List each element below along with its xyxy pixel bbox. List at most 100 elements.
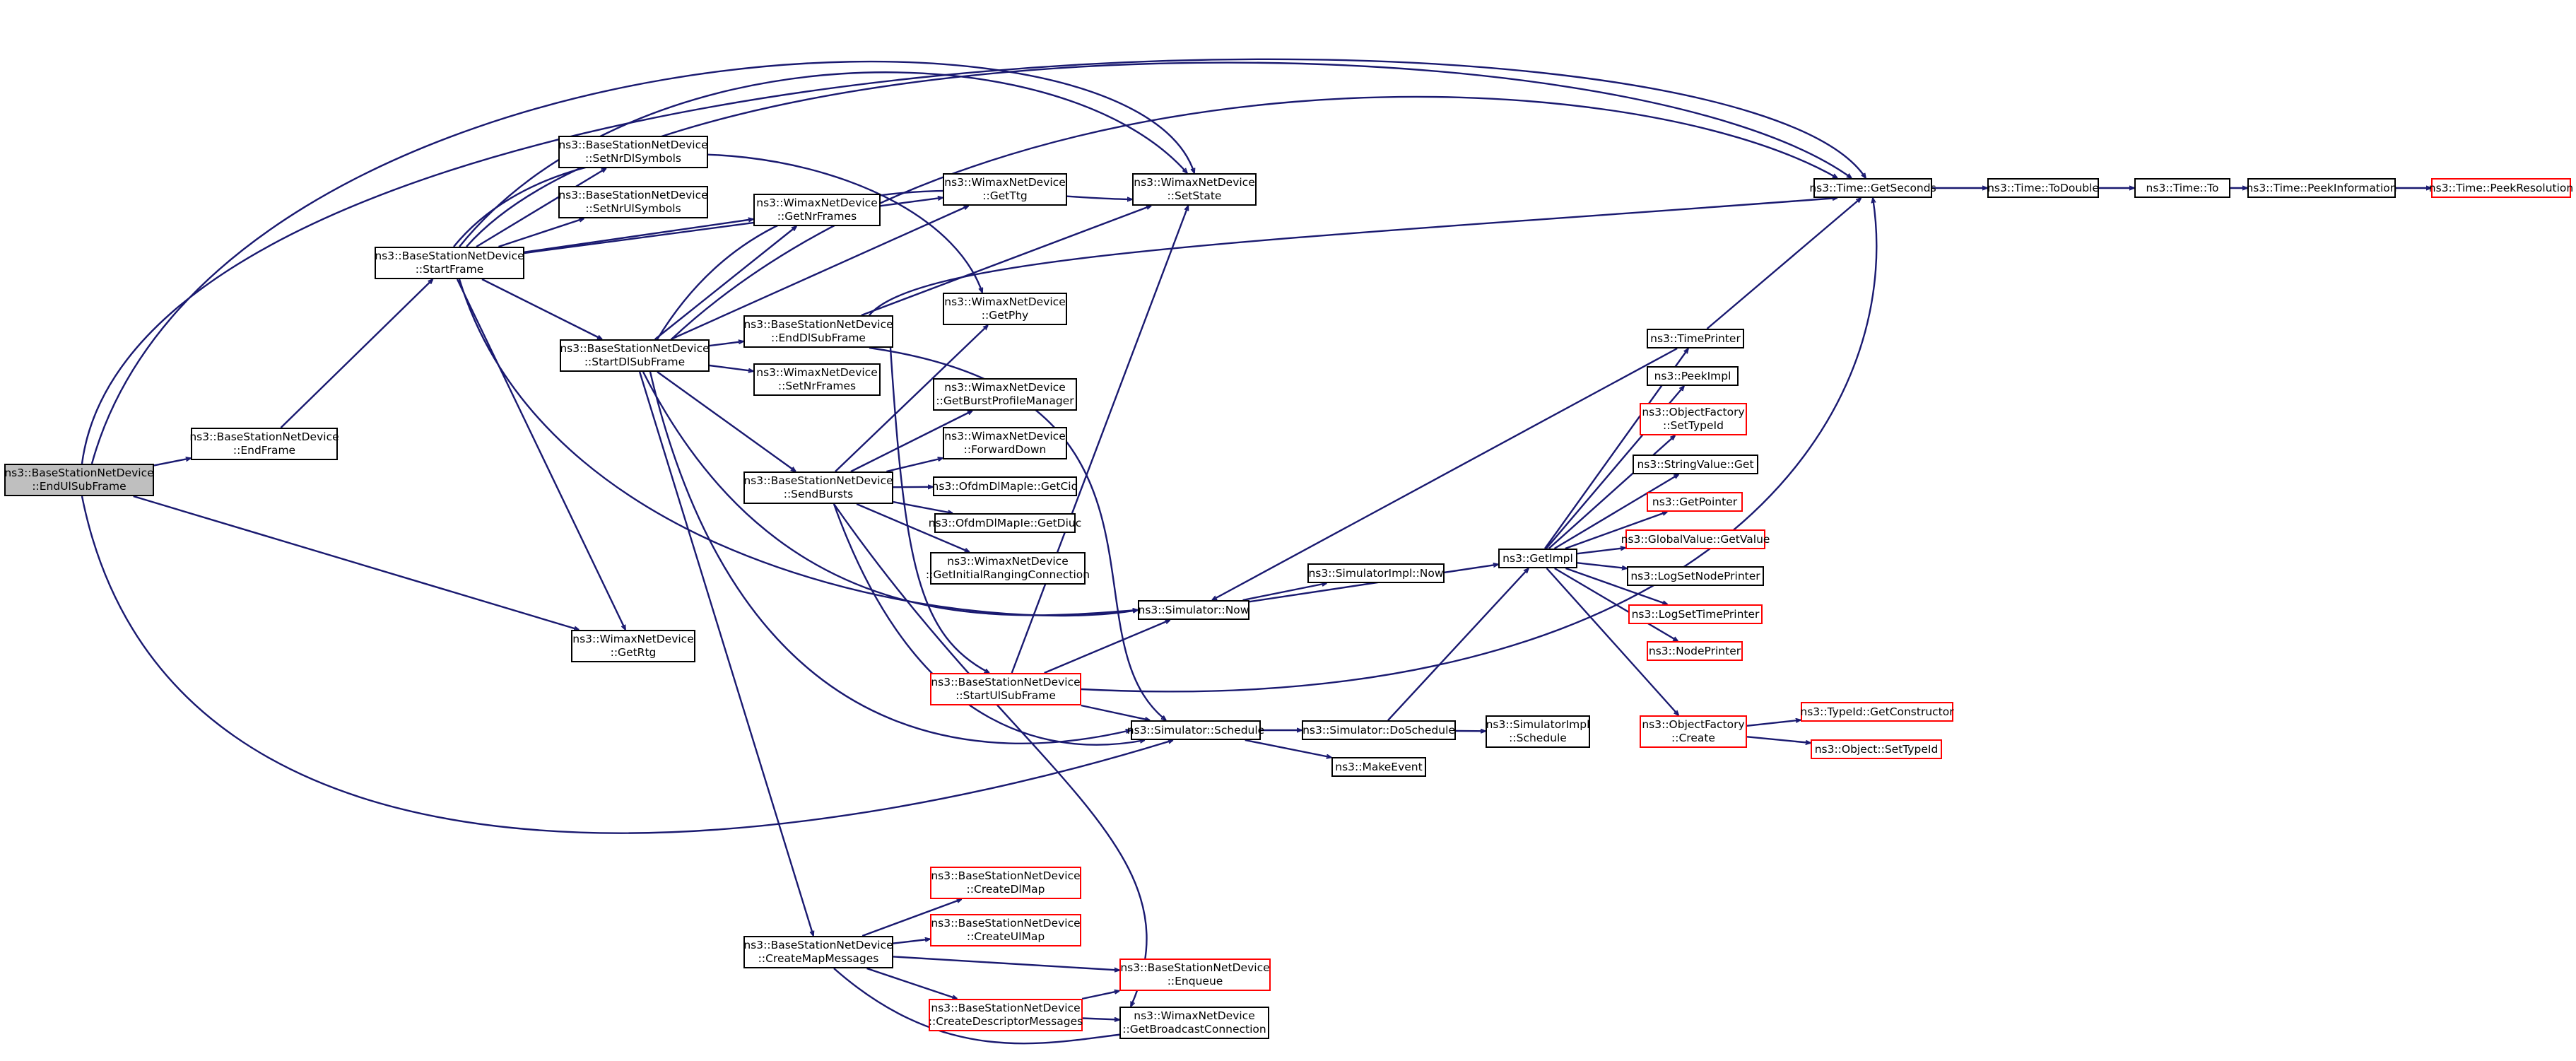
node-GetCid[interactable]: ns3::OfdmDlMapIe::GetCid xyxy=(933,476,1077,496)
node-GetPhy[interactable]: ns3::WimaxNetDevice::GetPhy xyxy=(943,293,1067,325)
call-edge-GetImpl-to-GlobalValueGetValue xyxy=(1577,548,1625,553)
node-GetTtg[interactable]: ns3::WimaxNetDevice::GetTtg xyxy=(943,173,1067,206)
node-label: ns3::BaseStationNetDevice xyxy=(931,676,1080,689)
node-label: ns3::BaseStationNetDevice xyxy=(560,342,709,356)
node-label: ns3::OfdmDlMapIe::GetDiuc xyxy=(929,517,1082,530)
node-label: ns3::BaseStationNetDevice xyxy=(558,139,707,152)
node-label: ns3::NodePrinter xyxy=(1649,645,1741,658)
node-TimeTo[interactable]: ns3::Time::To xyxy=(2134,178,2230,198)
call-edge-EndUlSubFrame-to-SimulatorSchedule xyxy=(82,496,1173,833)
node-LogSetNodePrinter[interactable]: ns3::LogSetNodePrinter xyxy=(1627,566,1764,586)
call-edge-StartUlSubFrame-to-SimulatorSchedule xyxy=(1081,705,1150,720)
node-SimulatorImplSchedule[interactable]: ns3::SimulatorImpl::Schedule xyxy=(1486,715,1590,748)
call-edge-StartFrame-to-GetRtg xyxy=(457,279,625,630)
node-label: ::GetBroadcastConnection xyxy=(1122,1023,1266,1036)
node-GlobalValueGetValue[interactable]: ns3::GlobalValue::GetValue xyxy=(1625,529,1765,549)
node-label: ::SetNrDlSymbols xyxy=(585,152,681,165)
node-label: ::SetNrUlSymbols xyxy=(585,202,681,216)
call-edge-CreateMapMessages-to-CreateDescriptorMessages xyxy=(867,968,958,999)
node-SimulatorNow[interactable]: ns3::Simulator::Now xyxy=(1138,600,1249,620)
node-CreateDlMap[interactable]: ns3::BaseStationNetDevice::CreateDlMap xyxy=(930,867,1081,899)
node-label: ns3::BaseStationNetDevice xyxy=(558,189,707,202)
node-label: ns3::Time::PeekResolution xyxy=(2429,182,2573,195)
call-edge-TimePrinter-to-SimulatorNow xyxy=(1212,348,1677,600)
node-SimulatorImplNow[interactable]: ns3::SimulatorImpl::Now xyxy=(1307,563,1445,583)
node-TimePrinter[interactable]: ns3::TimePrinter xyxy=(1647,329,1744,348)
node-SetNrDlSymbols[interactable]: ns3::BaseStationNetDevice::SetNrDlSymbol… xyxy=(558,136,708,168)
node-GetSeconds[interactable]: ns3::Time::GetSeconds xyxy=(1813,178,1932,198)
node-label: ns3::WimaxNetDevice xyxy=(944,176,1065,189)
node-SimulatorSchedule[interactable]: ns3::Simulator::Schedule xyxy=(1131,720,1261,740)
call-edge-CreateDescriptorMessages-to-GetBroadcastConnection xyxy=(1083,1019,1119,1020)
node-SetNrFrames[interactable]: ns3::WimaxNetDevice::SetNrFrames xyxy=(753,363,881,396)
node-GetDiuc[interactable]: ns3::OfdmDlMapIe::GetDiuc xyxy=(934,513,1076,533)
node-ToDouble[interactable]: ns3::Time::ToDouble xyxy=(1987,178,2099,198)
node-label: ::SetTypeId xyxy=(1663,419,1724,433)
node-StartFrame[interactable]: ns3::BaseStationNetDevice::StartFrame xyxy=(375,247,524,279)
node-CreateMapMessages[interactable]: ns3::BaseStationNetDevice::CreateMapMess… xyxy=(743,936,893,968)
node-label: ns3::WimaxNetDevice xyxy=(944,381,1065,394)
node-GetBroadcastConnection[interactable]: ns3::WimaxNetDevice::GetBroadcastConnect… xyxy=(1119,1007,1269,1039)
node-GetInitialRangingConnection[interactable]: ns3::WimaxNetDevice::GetInitialRangingCo… xyxy=(930,552,1086,585)
node-label: ns3::SimulatorImpl xyxy=(1486,718,1590,732)
node-label: ns3::BaseStationNetDevice xyxy=(4,467,153,480)
node-CreateUlMap[interactable]: ns3::BaseStationNetDevice::CreateUlMap xyxy=(930,914,1081,946)
node-StringValueGet[interactable]: ns3::StringValue::Get xyxy=(1633,455,1758,474)
node-PeekInformation[interactable]: ns3::Time::PeekInformation xyxy=(2247,178,2396,198)
node-label: ::SetState xyxy=(1168,189,1222,203)
node-Enqueue[interactable]: ns3::BaseStationNetDevice::Enqueue xyxy=(1119,959,1271,991)
node-label: ns3::OfdmDlMapIe::GetCid xyxy=(932,480,1078,493)
node-ForwardDown[interactable]: ns3::WimaxNetDevice::ForwardDown xyxy=(943,427,1067,459)
call-edge-GetImpl-to-LogSetNodePrinter xyxy=(1577,563,1627,568)
node-label: ns3::GlobalValue::GetValue xyxy=(1621,533,1770,546)
node-label: ns3::BaseStationNetDevice xyxy=(375,250,524,263)
node-PeekImpl[interactable]: ns3::PeekImpl xyxy=(1647,366,1739,386)
node-SetNrUlSymbols[interactable]: ns3::BaseStationNetDevice::SetNrUlSymbol… xyxy=(558,186,708,218)
call-edge-TimePrinter-to-GetSeconds xyxy=(1707,198,1862,329)
node-label: ns3::WimaxNetDevice xyxy=(572,633,693,646)
node-NodePrinter[interactable]: ns3::NodePrinter xyxy=(1647,641,1743,661)
node-label: ::CreateDescriptorMessages xyxy=(929,1015,1083,1028)
node-SendBursts[interactable]: ns3::BaseStationNetDevice::SendBursts xyxy=(743,471,893,504)
node-SetState[interactable]: ns3::WimaxNetDevice::SetState xyxy=(1132,173,1257,206)
node-ObjectSetTypeId[interactable]: ns3::Object::SetTypeId xyxy=(1811,739,1942,759)
node-GetNrFrames[interactable]: ns3::WimaxNetDevice::GetNrFrames xyxy=(753,194,881,226)
node-label: ns3::Simulator::Schedule xyxy=(1127,724,1264,737)
node-StartUlSubFrame[interactable]: ns3::BaseStationNetDevice::StartUlSubFra… xyxy=(930,673,1081,705)
node-label: ns3::BaseStationNetDevice xyxy=(931,869,1080,883)
node-GetPointer[interactable]: ns3::GetPointer xyxy=(1647,492,1743,512)
node-CreateDescriptorMessages[interactable]: ns3::BaseStationNetDevice::CreateDescrip… xyxy=(929,999,1083,1031)
node-label: ns3::LogSetTimePrinter xyxy=(1632,608,1760,621)
node-label: ns3::WimaxNetDevice xyxy=(1134,1009,1254,1023)
node-GetConstructor[interactable]: ns3::TypeId::GetConstructor xyxy=(1801,702,1953,722)
node-DoSchedule[interactable]: ns3::Simulator::DoSchedule xyxy=(1302,720,1456,740)
node-label: ns3::WimaxNetDevice xyxy=(944,430,1065,443)
node-PeekResolution[interactable]: ns3::Time::PeekResolution xyxy=(2431,178,2571,198)
node-label: ::EndFrame xyxy=(233,444,295,457)
node-label: ns3::Time::To xyxy=(2146,182,2219,195)
node-label: ns3::Time::ToDouble xyxy=(1987,182,2099,195)
node-ObjFactoryCreate[interactable]: ns3::ObjectFactory::Create xyxy=(1640,715,1747,748)
node-label: ns3::BaseStationNetDevice xyxy=(743,939,893,952)
node-label: ns3::GetPointer xyxy=(1652,496,1737,509)
node-GetRtg[interactable]: ns3::WimaxNetDevice::GetRtg xyxy=(571,630,695,662)
node-EndFrame[interactable]: ns3::BaseStationNetDevice::EndFrame xyxy=(191,428,338,460)
node-label: ::StartUlSubFrame xyxy=(955,689,1056,703)
call-edge-StartFrame-to-GetNrFrames xyxy=(524,219,753,252)
node-GetImpl[interactable]: ns3::GetImpl xyxy=(1498,549,1577,568)
node-ObjFactorySetTypeId[interactable]: ns3::ObjectFactory::SetTypeId xyxy=(1640,403,1747,435)
call-edge-DoSchedule-to-GetImpl xyxy=(1388,568,1529,720)
node-label: ns3::GetImpl xyxy=(1502,552,1573,565)
node-label: ::CreateDlMap xyxy=(967,883,1045,896)
node-label: ns3::MakeEvent xyxy=(1335,761,1422,774)
node-MakeEvent[interactable]: ns3::MakeEvent xyxy=(1331,757,1426,777)
node-label: ns3::LogSetNodePrinter xyxy=(1630,570,1760,583)
node-StartDlSubFrame[interactable]: ns3::BaseStationNetDevice::StartDlSubFra… xyxy=(560,339,710,372)
node-label: ns3::TimePrinter xyxy=(1650,332,1741,346)
call-edge-SimulatorSchedule-to-MakeEvent xyxy=(1245,740,1331,758)
node-EndUlSubFrame[interactable]: ns3::BaseStationNetDevice::EndUlSubFrame xyxy=(4,464,154,496)
node-LogSetTimePrinter[interactable]: ns3::LogSetTimePrinter xyxy=(1628,604,1763,624)
node-GetBurstProfileManager[interactable]: ns3::WimaxNetDevice::GetBurstProfileMana… xyxy=(933,378,1077,411)
node-EndDlSubFrame[interactable]: ns3::BaseStationNetDevice::EndDlSubFrame xyxy=(743,315,893,348)
node-label: ::SendBursts xyxy=(784,488,854,501)
